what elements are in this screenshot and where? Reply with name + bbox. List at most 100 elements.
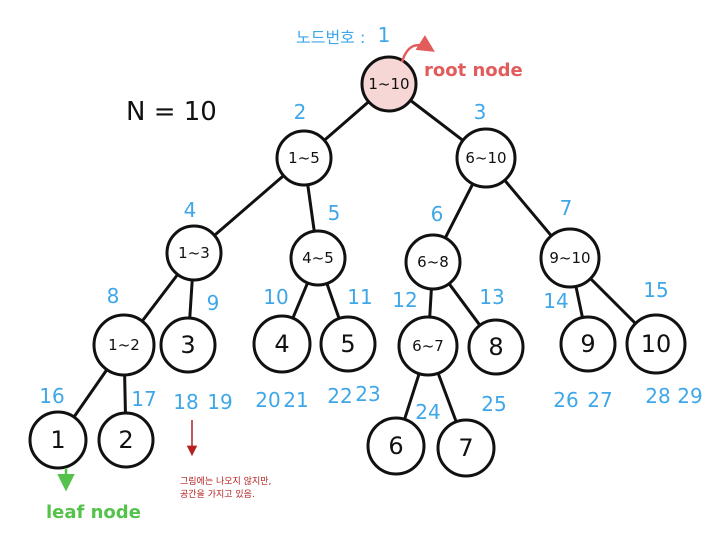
- edge-7-15: [589, 277, 637, 325]
- node-range-label-25: 7: [458, 434, 473, 462]
- tree-node-6: 6~8: [404, 233, 462, 291]
- tree-node-2: 1~5: [275, 129, 333, 187]
- tree-node-17: 2: [97, 411, 155, 469]
- node-circle-10: [252, 314, 312, 374]
- node-index-27: 27: [587, 388, 612, 412]
- node-index-13: 13: [479, 285, 504, 309]
- node-circle-13: [467, 318, 525, 376]
- edge-1-3: [408, 98, 465, 142]
- node-range-label-16: 1: [50, 426, 65, 454]
- node-index-10: 10: [263, 285, 288, 309]
- edge-4-9: [188, 278, 194, 320]
- leaf-node-label: leaf node: [46, 502, 141, 523]
- node-range-label-3: 6~10: [465, 149, 506, 167]
- node-index-22: 22: [327, 384, 352, 408]
- tree-node-3: 6~10: [455, 127, 517, 189]
- node-index-11: 11: [347, 285, 372, 309]
- node-range-label-11: 5: [340, 330, 355, 358]
- edge-5-10: [291, 281, 310, 320]
- note-line-1: 그림에는 나오지 않지만,: [180, 475, 271, 487]
- node-circle-24: [366, 416, 426, 476]
- edge-6-13: [447, 282, 482, 327]
- edge-12-25: [436, 371, 458, 424]
- tree-node-12: 6~7: [397, 315, 459, 377]
- node-index-5: 5: [328, 201, 341, 225]
- node-circle-11: [319, 315, 377, 373]
- node-circle-17: [97, 411, 155, 469]
- node-index-25: 25: [481, 392, 506, 416]
- node-index-12: 12: [392, 288, 417, 312]
- node-index-21: 21: [283, 388, 308, 412]
- node-circle-6: [404, 233, 462, 291]
- node-range-label-8: 1~2: [108, 336, 140, 354]
- node-index-18: 18: [173, 390, 198, 414]
- node-index-17: 17: [131, 387, 156, 411]
- node-circle-7: [539, 227, 601, 289]
- node-circle-5: [289, 229, 347, 287]
- edge-3-7: [503, 178, 553, 238]
- tree-node-25: 7: [436, 418, 496, 478]
- node-index-24: 24: [415, 400, 440, 424]
- tree-node-9: 3: [159, 316, 217, 374]
- edge-2-5: [306, 183, 316, 233]
- edge-1-2: [322, 100, 371, 142]
- node-circle-9: [159, 316, 217, 374]
- tree-node-4: 1~3: [165, 224, 223, 282]
- node-range-label-6: 6~8: [417, 253, 449, 271]
- node-index-29: 29: [677, 384, 702, 408]
- tree-node-5: 4~5: [289, 229, 347, 287]
- node-circle-4: [165, 224, 223, 282]
- tree-node-7: 9~10: [539, 227, 601, 289]
- node-range-label-1: 1~10: [368, 75, 409, 93]
- node-circle-25: [436, 418, 496, 478]
- node-index-20: 20: [255, 388, 280, 412]
- node-range-label-13: 8: [488, 333, 503, 361]
- tree-node-13: 8: [467, 318, 525, 376]
- node-range-label-17: 2: [118, 426, 133, 454]
- edge-5-11: [325, 281, 341, 321]
- tree-node-15: 10: [625, 313, 687, 375]
- edge-8-17: [123, 373, 127, 415]
- node-index-19: 19: [207, 390, 232, 414]
- edge-3-6: [443, 182, 475, 240]
- node-index-8: 8: [107, 284, 120, 308]
- tree-node-14: 9: [559, 315, 617, 373]
- tree-node-8: 1~2: [92, 313, 156, 377]
- tree-edges: [72, 98, 637, 424]
- node-range-label-9: 3: [180, 331, 195, 359]
- node-circle-14: [559, 315, 617, 373]
- node-index-9: 9: [207, 291, 220, 315]
- node-index-28: 28: [645, 384, 670, 408]
- tree-node-1: 1~10: [360, 55, 418, 113]
- node-range-label-7: 9~10: [549, 249, 590, 267]
- node-index-23: 23: [355, 382, 380, 406]
- node-index-1: 1: [378, 23, 391, 47]
- root-node-label: root node: [424, 60, 523, 81]
- node-index-2: 2: [294, 100, 307, 124]
- node-index-4: 4: [184, 198, 197, 222]
- node-range-label-10: 4: [274, 330, 289, 358]
- node-index-14: 14: [543, 289, 568, 313]
- tree-node-10: 4: [252, 314, 312, 374]
- root-pointer-arrow-icon: [400, 35, 435, 63]
- node-index-15: 15: [643, 278, 668, 302]
- tree-node-24: 6: [366, 416, 426, 476]
- edge-2-4: [212, 174, 286, 237]
- n-equals-title: N = 10: [126, 97, 217, 127]
- node-index-6: 6: [431, 202, 444, 226]
- node-circle-12: [397, 315, 459, 377]
- node-circle-16: [28, 410, 88, 470]
- node-index-7: 7: [560, 196, 573, 220]
- node-circle-1: [360, 55, 418, 113]
- node-range-label-12: 6~7: [412, 337, 444, 355]
- node-circle-15: [625, 313, 687, 375]
- node-index-3: 3: [474, 100, 487, 124]
- note-line-2: 공간을 가지고 있음.: [180, 488, 255, 500]
- node-range-label-14: 9: [580, 330, 595, 358]
- node-range-label-15: 10: [641, 330, 672, 358]
- edge-6-12: [428, 287, 433, 319]
- node-circle-3: [455, 127, 517, 189]
- node-index-26: 26: [553, 388, 578, 412]
